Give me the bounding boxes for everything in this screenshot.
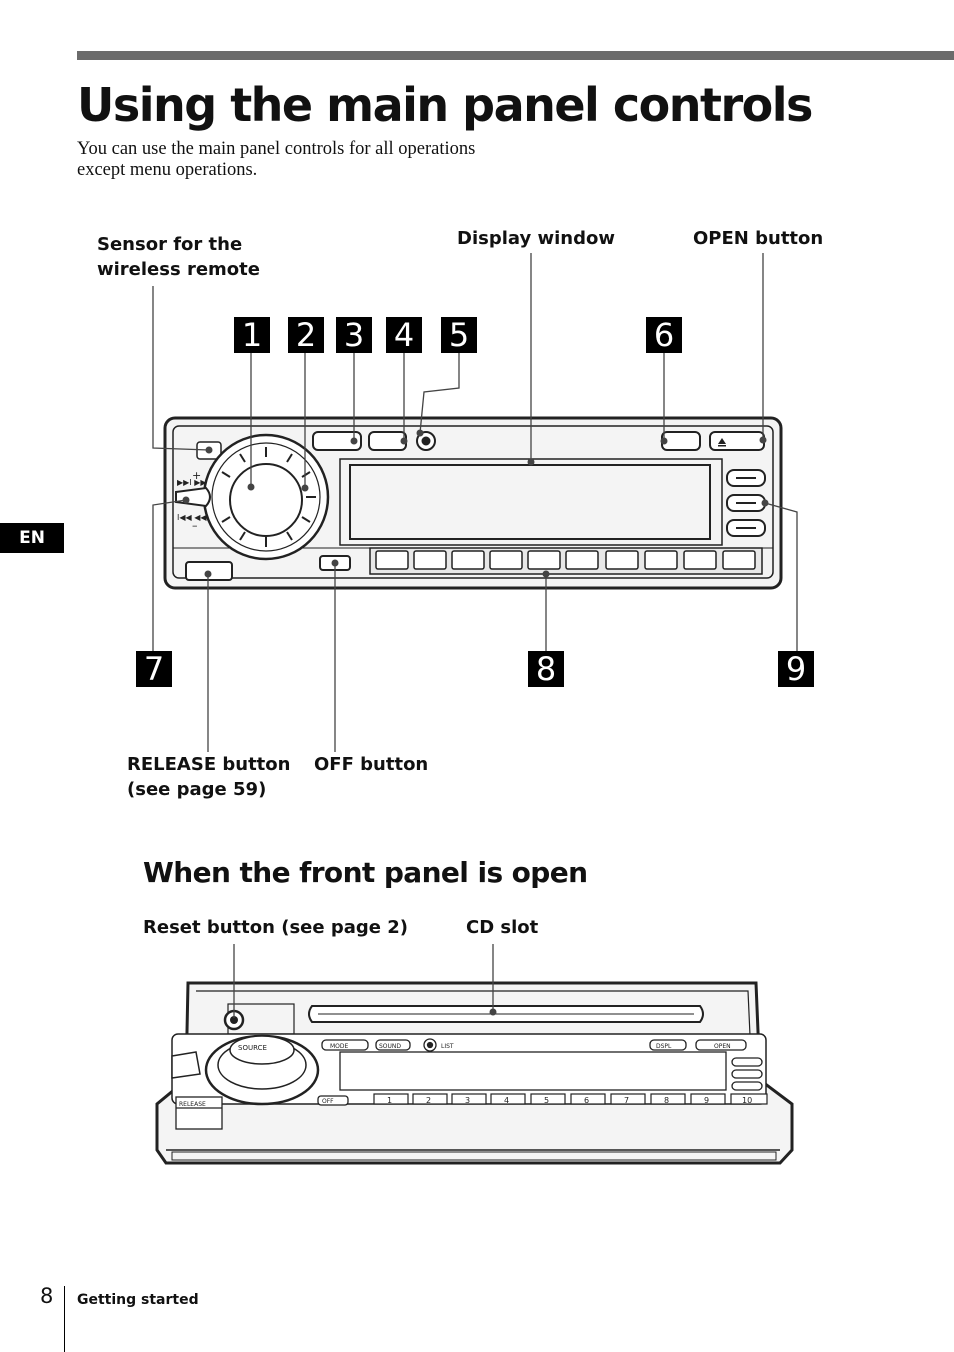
callout-6: 6 (646, 317, 682, 353)
callout-5: 5 (441, 317, 477, 353)
language-tab: EN (0, 523, 64, 553)
label-cd-slot: CD slot (466, 917, 539, 938)
preset-10: 10 (742, 1096, 752, 1105)
side-buttons (726, 469, 766, 537)
preset-8: 8 (664, 1096, 669, 1105)
callout-2: 2 (288, 317, 324, 353)
svg-text:–: – (192, 519, 198, 532)
preset-5: 5 (544, 1096, 549, 1105)
preset-6: 6 (584, 1096, 589, 1105)
label-sensor-line-2: wireless remote (97, 259, 260, 280)
label-release-line-2: (see page 59) (127, 779, 267, 800)
svg-text:+: + (192, 469, 201, 482)
preset-3: 3 (465, 1096, 470, 1105)
label-open-button: OPEN button (693, 228, 824, 249)
label-display-window: Display window (457, 228, 615, 249)
seek-lever-open (171, 1051, 201, 1079)
callout-3: 3 (336, 317, 372, 353)
callout-9: 9 (778, 651, 814, 687)
page-number: 8 (40, 1284, 54, 1308)
label-release-line-1: RELEASE button (127, 754, 291, 775)
preset-2: 2 (426, 1096, 431, 1105)
open-preset-row (373, 1093, 768, 1105)
leader-lines (152, 253, 798, 752)
callout-1: 1 (234, 317, 270, 353)
svg-text:▶▶I ▶▶: ▶▶I ▶▶ (177, 478, 207, 487)
label-off-button: OFF button (314, 754, 429, 775)
open-text: OPEN (714, 1043, 731, 1050)
cd-slot (308, 1005, 704, 1023)
intro-line-1: You can use the main panel controls for … (77, 139, 476, 159)
preset-4: 4 (504, 1096, 509, 1105)
preset-7: 7 (624, 1096, 629, 1105)
label-sensor: Sensor for the wireless remote (97, 232, 260, 282)
page-title: Using the main panel controls (77, 78, 813, 132)
top-buttons (312, 431, 765, 451)
off-text: OFF (322, 1098, 334, 1105)
page-rule (64, 1286, 65, 1352)
preset-9: 9 (704, 1096, 709, 1105)
label-release-button: RELEASE button (see page 59) (127, 752, 290, 802)
reset-button-center (230, 1016, 238, 1024)
callout-7: 7 (136, 651, 172, 687)
open-panel-buttons (175, 1038, 763, 1130)
source-text: SOURCE (238, 1044, 267, 1052)
open-panel-labels: SOURCE MODE SOUND LIST DSPL OPEN OFF REL… (179, 1043, 752, 1108)
callout-8: 8 (528, 651, 564, 687)
source-dial (204, 1034, 320, 1106)
open-leader-lines (233, 944, 494, 1018)
callout-4: 4 (386, 317, 422, 353)
intro-text: You can use the main panel controls for … (77, 139, 577, 181)
label-sensor-line-1: Sensor for the (97, 234, 243, 255)
svg-text:I◀◀ ◀◀: I◀◀ ◀◀ (177, 513, 207, 522)
subheading-panel-open: When the front panel is open (143, 856, 588, 889)
dspl-text: DSPL (656, 1043, 672, 1050)
list-text: LIST (441, 1043, 454, 1050)
cd-slot-dot (489, 1008, 497, 1016)
release-text: RELEASE (179, 1101, 206, 1108)
leader-dots (182, 429, 769, 578)
label-reset-button: Reset button (see page 2) (143, 917, 408, 938)
volume-dial (202, 433, 330, 561)
section-name: Getting started (77, 1292, 199, 1308)
preset-1: 1 (387, 1096, 392, 1105)
mode-text: MODE (330, 1043, 349, 1050)
sound-text: SOUND (379, 1043, 401, 1050)
top-rule (77, 51, 954, 60)
intro-line-2: except menu operations. (77, 160, 258, 180)
preset-buttons (369, 547, 763, 575)
